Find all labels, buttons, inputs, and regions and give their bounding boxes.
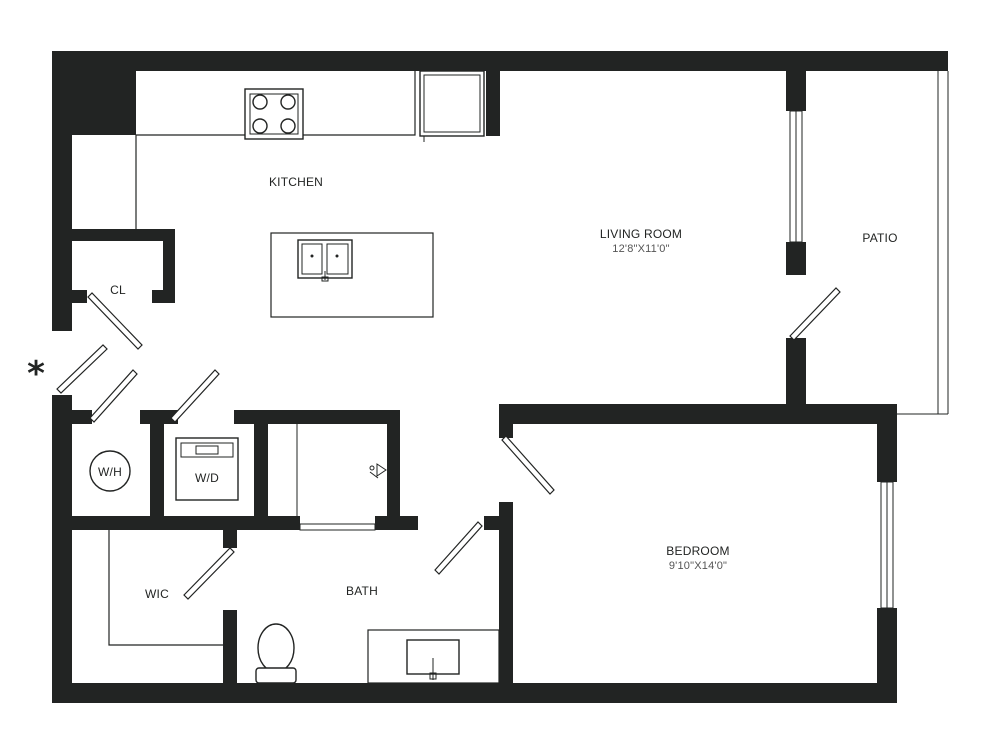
vanity [367, 629, 500, 684]
cooktop-part [280, 118, 296, 134]
room-label-living-room: LIVING ROOM [600, 227, 682, 241]
walls-part [499, 502, 513, 703]
shower-fixture-part [369, 465, 375, 471]
wic-door [183, 547, 235, 600]
room-label-closet: CL [110, 283, 126, 297]
patio-door [789, 287, 841, 341]
toilet-part [255, 667, 297, 684]
walls-part [786, 51, 806, 111]
walls-part [52, 410, 92, 424]
vanity-part [429, 672, 437, 680]
kitchen-island-part [270, 232, 434, 318]
kitchen-island [270, 232, 434, 318]
walls-part [786, 338, 806, 418]
room-dimensions-bedroom: 9'10"X14'0" [669, 560, 727, 572]
room-label-water-heater: W/H [98, 465, 122, 479]
entry-door-right [89, 369, 138, 423]
walls-part [52, 516, 300, 530]
kitchen-island-part [326, 243, 349, 275]
closet-door [87, 292, 143, 350]
walls-part [52, 51, 72, 331]
bedroom-door [501, 435, 555, 495]
walls-part [163, 229, 175, 303]
shower-fixture-part [369, 471, 379, 479]
room-label-bath: BATH [346, 584, 378, 598]
cooktop-part [252, 94, 268, 110]
patio-outline [897, 71, 949, 415]
kitchen-island-part [335, 254, 339, 258]
kitchen-island-part [310, 254, 314, 258]
shower-fixture [296, 424, 387, 524]
cooktop-part [249, 93, 299, 135]
cooktop-part [280, 94, 296, 110]
walls-part [786, 242, 806, 275]
walls [52, 51, 948, 703]
water-heater-part [89, 450, 131, 492]
refrigerator-part [423, 74, 481, 133]
kitchen-counter-part [136, 71, 416, 136]
wic-shelving-part [108, 530, 223, 646]
walls-part [499, 404, 897, 424]
walls-part [375, 516, 418, 530]
room-label-patio: PATIO [862, 231, 897, 245]
walls-part [67, 229, 175, 241]
washer-dryer-unit-part [195, 445, 219, 455]
cooktop [244, 88, 304, 140]
walls-part [499, 404, 513, 438]
walls-part [52, 395, 72, 703]
walls-part [223, 610, 237, 703]
labels: KITCHEN LIVING ROOM 12'8"X11'0" PATIO CL… [27, 175, 897, 601]
windows-part [299, 523, 376, 531]
toilet-part [257, 623, 295, 673]
windows [299, 110, 894, 609]
kitchen-island-part [301, 243, 323, 275]
walls-part [486, 51, 500, 136]
kitchen-island-part [321, 276, 329, 282]
walls-part [150, 410, 164, 530]
refrigerator-part [419, 70, 485, 137]
kitchen-counter [135, 71, 416, 229]
room-label-kitchen: KITCHEN [269, 175, 323, 189]
water-heater [89, 450, 131, 492]
washer-dryer-unit [175, 437, 239, 501]
washer-dryer-unit-part [175, 437, 239, 501]
entry-door-left [56, 344, 108, 394]
cooktop-part [244, 88, 304, 140]
walls-part [387, 410, 400, 530]
doors [56, 287, 841, 600]
wd-door [170, 369, 220, 423]
room-label-wic: WIC [145, 587, 169, 601]
walls-part [254, 410, 268, 530]
walls-part [152, 290, 175, 303]
room-label-washer-dryer: W/D [195, 471, 219, 485]
walls-part [67, 290, 87, 303]
wic-shelving [108, 530, 223, 646]
walls-part [484, 516, 513, 530]
walls-part [52, 683, 897, 703]
entry-marker: * [27, 354, 45, 394]
room-label-bedroom: BEDROOM [666, 544, 729, 558]
bath-door [434, 521, 483, 575]
walls-part [877, 608, 897, 703]
vanity-part [367, 629, 500, 684]
refrigerator [419, 70, 485, 142]
cooktop-part [252, 118, 268, 134]
room-dimensions-living-room: 12'8"X11'0" [612, 243, 669, 255]
toilet [255, 623, 297, 684]
walls-part [223, 530, 237, 548]
walls-part [234, 410, 400, 424]
washer-dryer-unit-part [180, 442, 234, 458]
shower-fixture-part [376, 463, 387, 477]
